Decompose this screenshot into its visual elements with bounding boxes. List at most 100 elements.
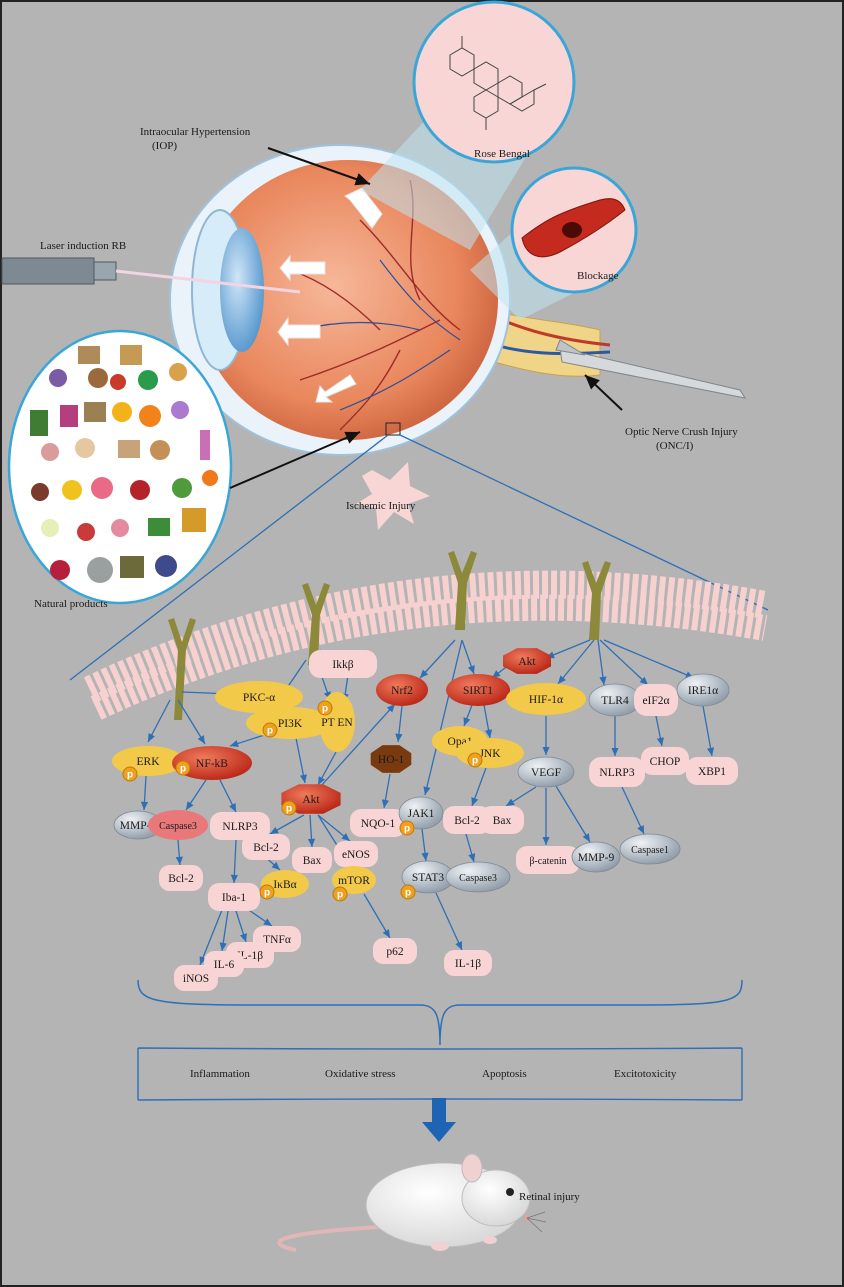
ischemic-label: Ischemic Injury	[346, 500, 416, 512]
pathway-arrow	[175, 839, 183, 866]
pathway-arrow	[421, 828, 429, 862]
pathway-arrow	[140, 775, 149, 811]
node-bax-c: Bax	[480, 806, 524, 834]
node-shape	[350, 809, 406, 837]
node-shape	[376, 674, 428, 706]
node-label: MMP-9	[120, 820, 157, 832]
laser-label: Laser induction RB	[40, 240, 126, 252]
node-pkca: PKC-α	[215, 681, 303, 713]
pathway-arrow	[395, 705, 403, 743]
node-label: TNFα	[263, 934, 291, 946]
node-jnk: JNK	[456, 738, 524, 768]
phospho-label: p	[286, 804, 292, 815]
node-label: Bax	[493, 815, 512, 827]
node-label: Iba-1	[222, 892, 247, 904]
pathway-arrow	[319, 703, 396, 788]
node-shape	[634, 684, 678, 716]
node-shape	[571, 841, 621, 873]
node-shape	[503, 648, 551, 674]
node-jak1: JAK1	[398, 796, 444, 830]
outcome-box	[137, 1047, 743, 1101]
node-nlrp3-r: NLRP3	[589, 757, 645, 787]
pathway-arrow	[655, 715, 664, 747]
pathway-arrow	[603, 639, 695, 679]
node-label: Akt	[302, 794, 320, 806]
node-il1b-c: IL-1β	[444, 950, 492, 976]
node-label: MMP-9	[578, 852, 615, 864]
pathway-arrow	[423, 639, 463, 796]
pathway-arrow	[599, 639, 649, 686]
phospho-marker: p	[399, 820, 415, 836]
outcome-inflammation: Inflammation	[190, 1068, 250, 1080]
node-shape	[148, 810, 208, 840]
pathway-arrow	[557, 639, 595, 685]
pathway-arrow	[483, 704, 493, 739]
node-mmp9-r: MMP-9	[571, 841, 621, 873]
pathway-arrow	[461, 639, 475, 675]
node-xbp1: XBP1	[686, 757, 738, 785]
node-shape	[516, 846, 580, 874]
node-label: IκBα	[273, 879, 296, 891]
phospho-marker: p	[317, 700, 333, 716]
onc-label-line1: Optic Nerve Crush Injury	[625, 426, 738, 438]
node-shape	[370, 745, 412, 773]
node-label: IL-1β	[455, 958, 481, 970]
node-label: STAT3	[412, 872, 445, 884]
phospho-marker: p	[281, 800, 297, 816]
pathway-arrow	[317, 751, 337, 786]
pathway-arrow	[177, 699, 206, 745]
ischemic-star-shape	[356, 462, 430, 530]
node-shape	[676, 673, 730, 707]
node-nrf2: Nrf2	[376, 674, 428, 706]
pathway-arrow	[471, 767, 487, 807]
node-label: SIRT1	[463, 685, 493, 697]
node-p62: p62	[373, 938, 417, 964]
pathway-arrow	[219, 779, 237, 813]
pathway-arrow	[702, 705, 715, 757]
node-nqo1: NQO-1	[350, 809, 406, 837]
node-shape	[210, 812, 270, 840]
node-shape	[215, 681, 303, 713]
phospho-marker: p	[400, 884, 416, 900]
blockage-inset	[510, 166, 638, 294]
node-label: eNOS	[342, 849, 370, 861]
pathway-arrow	[235, 910, 247, 943]
node-label: IL-6	[214, 959, 235, 971]
node-ikkb: Ikkβ	[309, 650, 377, 678]
node-sirt1: SIRT1	[446, 674, 510, 706]
node-label: IRE1α	[688, 685, 718, 697]
node-label: NF-kB	[196, 758, 228, 770]
node-nfkb: NF-kB	[172, 746, 252, 780]
rose-bengal-label: Rose Bengal	[474, 148, 530, 160]
node-bcl2-m: Bcl-2	[242, 834, 290, 860]
iop-label-line1: Intraocular Hypertension	[140, 126, 251, 138]
node-shape	[334, 841, 378, 867]
node-caspase3-c: Caspase3	[445, 861, 511, 893]
pathway-arrow	[465, 833, 476, 863]
node-label: VEGF	[531, 767, 561, 779]
phospho-marker: p	[259, 884, 275, 900]
blockage-label: Blockage	[577, 270, 619, 282]
node-shape	[589, 757, 645, 787]
pathway-arrow	[185, 779, 207, 811]
node-label: HIF-1α	[529, 694, 563, 706]
rose-bengal-inset	[412, 0, 576, 164]
natural-products-label: Natural products	[34, 598, 108, 610]
node-shape	[480, 806, 524, 834]
pathway-arrow	[295, 737, 307, 784]
phospho-marker: p	[467, 752, 483, 768]
node-akt-top: Akt	[503, 648, 551, 674]
pathway-arrow	[245, 907, 273, 927]
node-shape	[506, 683, 586, 715]
pathway-arrow	[505, 786, 537, 807]
node-shape	[208, 883, 260, 911]
brace	[137, 979, 743, 1046]
outcome-apoptosis: Apoptosis	[482, 1068, 527, 1080]
node-eif2a: eIF2α	[634, 684, 678, 716]
phospho-marker: p	[332, 886, 348, 902]
node-label: Ikkβ	[332, 659, 353, 671]
node-label: HO-1	[378, 754, 404, 766]
node-caspase3-l: Caspase3	[148, 810, 208, 840]
node-shape	[517, 756, 575, 788]
